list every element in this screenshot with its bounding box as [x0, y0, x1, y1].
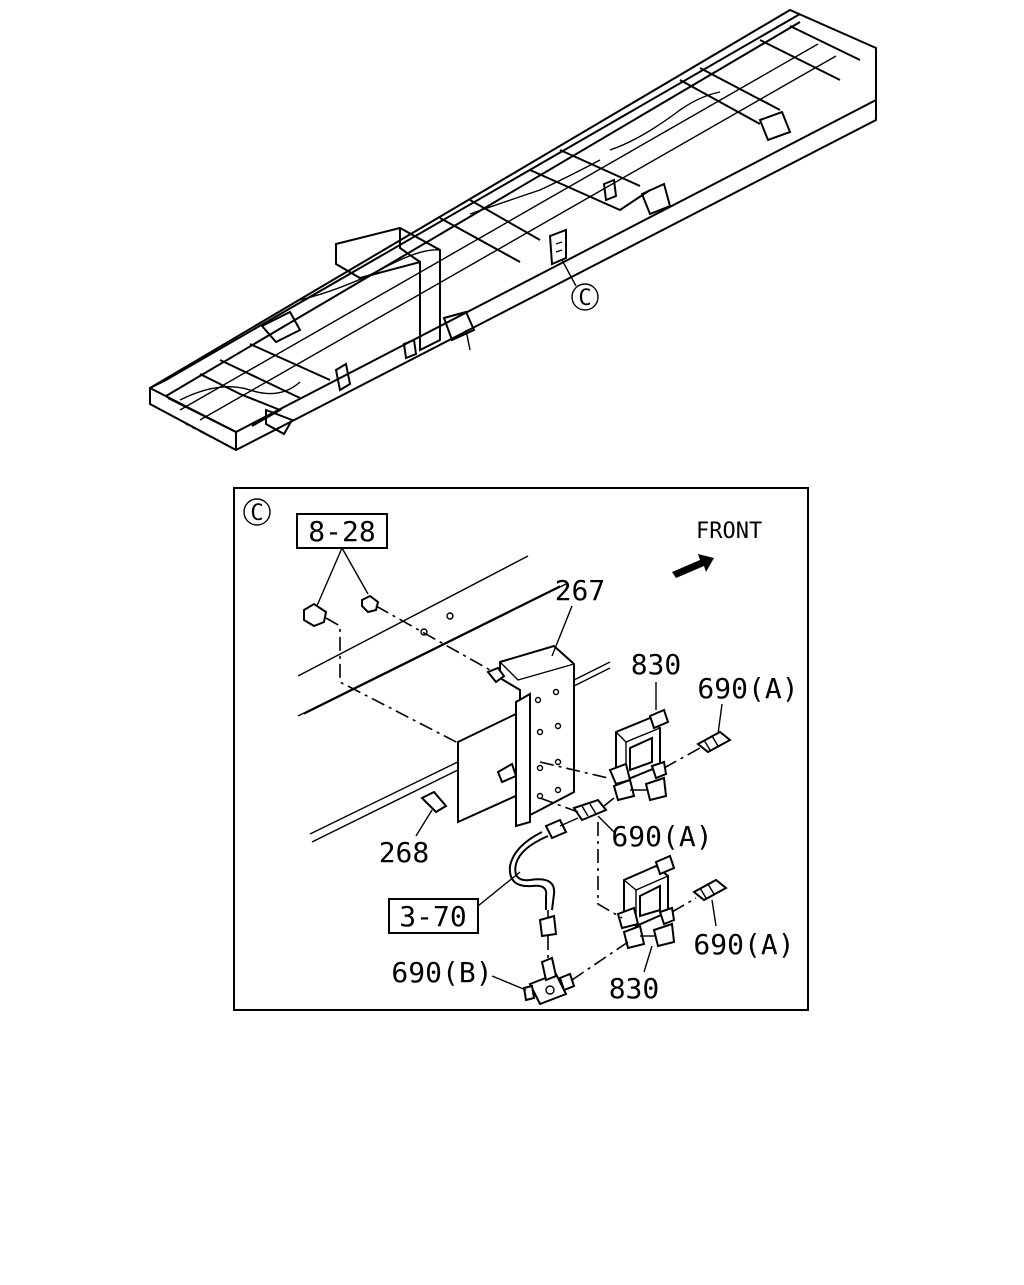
label-690a-middle: 690(A) — [611, 820, 712, 853]
detail-panel-c: C FRONT 8-28 — [233, 487, 809, 1011]
detail-c-callout: C — [571, 283, 599, 311]
label-830-lower: 830 — [609, 972, 660, 1005]
solenoid-valve-830-lower — [616, 854, 676, 950]
bracket-267 — [457, 644, 575, 828]
solenoid-valve-830-upper — [608, 708, 670, 802]
ref-box-8-28: 8-28 — [308, 515, 375, 548]
front-arrow-icon — [672, 554, 714, 578]
label-830-upper: 830 — [631, 648, 682, 681]
ref-box-3-70: 3-70 — [399, 900, 466, 933]
chassis-frame-drawing — [149, 8, 877, 452]
label-690b: 690(B) — [391, 956, 492, 989]
detail-c-callout-letter: C — [578, 286, 591, 311]
detail-panel-tag: C — [250, 501, 263, 526]
label-690a-lower: 690(A) — [693, 928, 794, 961]
tee-fitting-690b — [522, 956, 576, 1006]
front-direction-label: FRONT — [696, 519, 762, 544]
label-690a-upper: 690(A) — [697, 672, 798, 705]
hose-3-70 — [508, 817, 579, 938]
label-267: 267 — [555, 574, 606, 607]
label-268: 268 — [379, 836, 430, 869]
